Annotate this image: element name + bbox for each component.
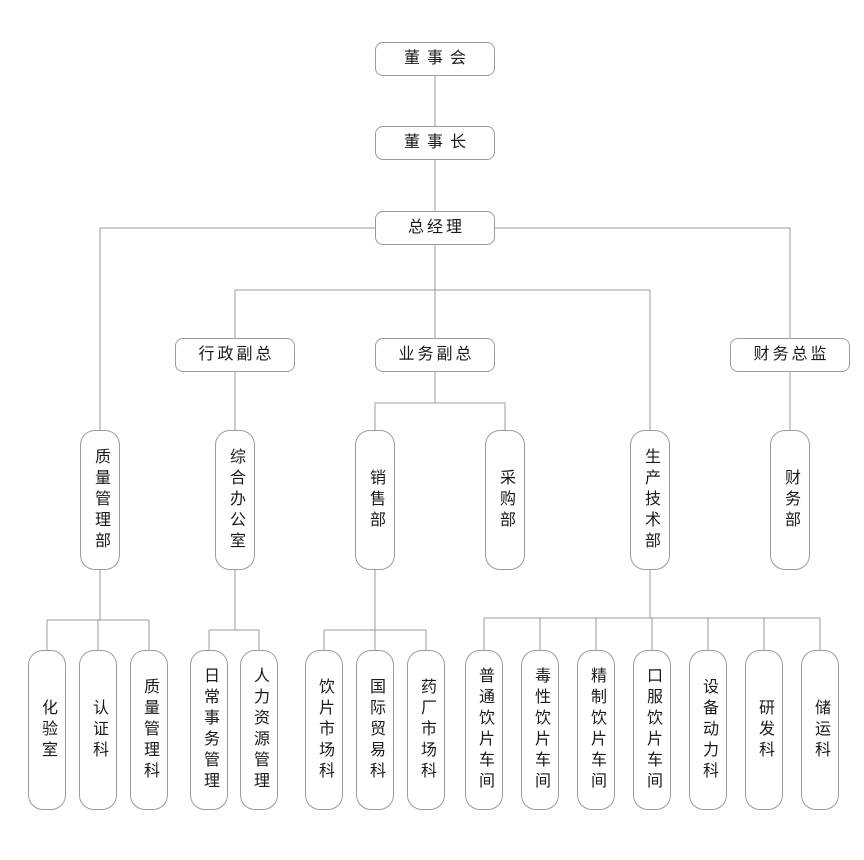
connector-line: [495, 227, 791, 338]
section-quality-management: 质量管理科: [130, 650, 168, 810]
dept-sales: 销售部: [355, 430, 395, 570]
dept-production-tech: 生产技术部: [630, 430, 670, 570]
org-node-finance-director: 财务总监: [730, 338, 850, 372]
dept-quality-management: 质量管理部: [80, 430, 120, 570]
section-pharma-market: 药厂市场科: [407, 650, 445, 810]
org-node-board: 董事会: [375, 42, 495, 76]
section-oral-workshop: 口服饮片车间: [633, 650, 671, 810]
org-node-business-vp: 业务副总: [375, 338, 495, 372]
section-equipment-power: 设备动力科: [689, 650, 727, 810]
dept-general-office: 综合办公室: [215, 430, 255, 570]
section-certification: 认证科: [79, 650, 117, 810]
org-node-admin-vp: 行政副总: [175, 338, 295, 372]
dept-finance: 财务部: [770, 430, 810, 570]
section-pieces-market: 饮片市场科: [305, 650, 343, 810]
connector-line: [99, 227, 375, 430]
section-daily-affairs: 日常事务管理: [190, 650, 228, 810]
section-storage-transport: 储运科: [801, 650, 839, 810]
dept-purchasing: 采购部: [485, 430, 525, 570]
section-lab: 化验室: [28, 650, 66, 810]
section-rnd: 研发科: [745, 650, 783, 810]
section-ordinary-workshop: 普通饮片车间: [465, 650, 503, 810]
section-refined-workshop: 精制饮片车间: [577, 650, 615, 810]
org-node-chairman: 董事长: [375, 126, 495, 160]
org-node-general-manager: 总经理: [375, 211, 495, 245]
section-international-trade: 国际贸易科: [356, 650, 394, 810]
section-human-resources: 人力资源管理: [240, 650, 278, 810]
section-toxic-workshop: 毒性饮片车间: [521, 650, 559, 810]
